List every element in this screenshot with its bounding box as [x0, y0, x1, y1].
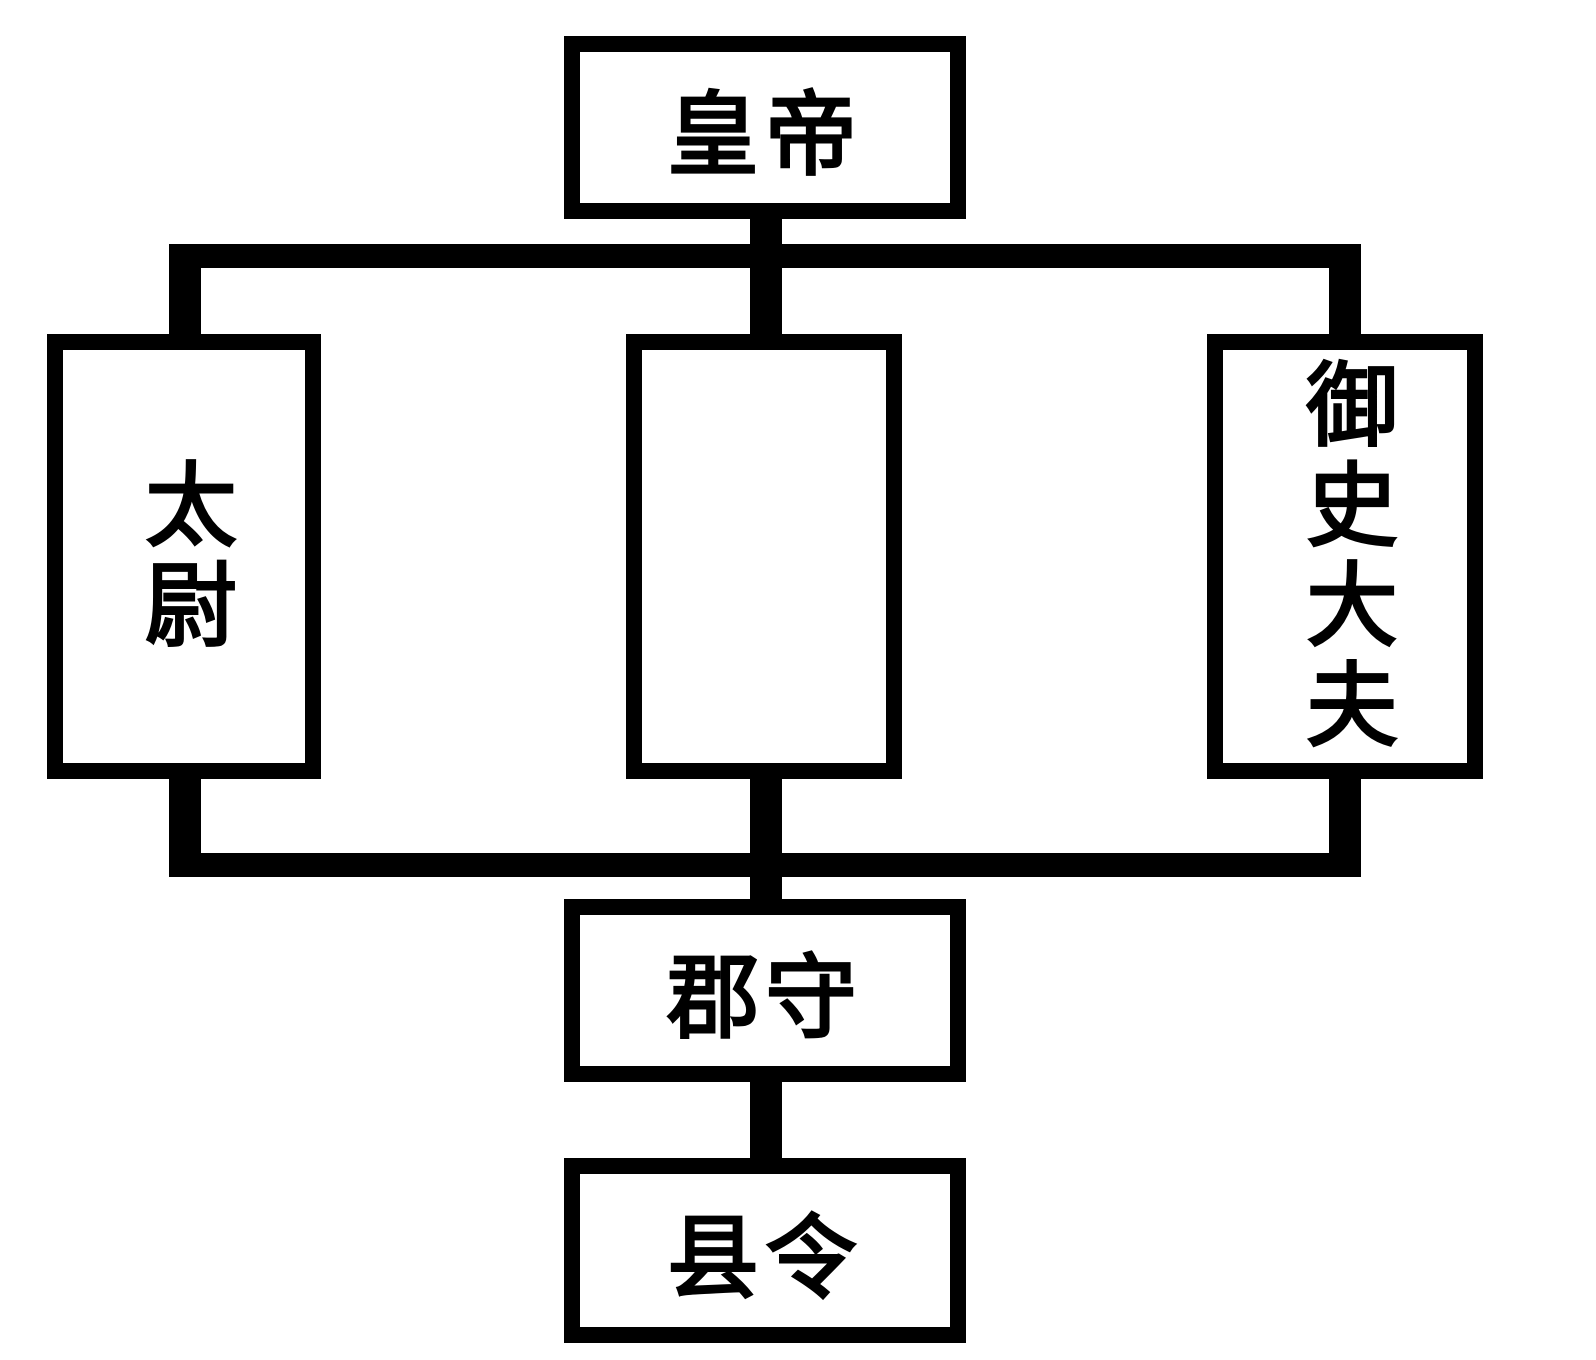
node-center	[626, 334, 902, 779]
node-yushi-dafu-label: 御史大夫	[1290, 356, 1399, 757]
node-emperor: 皇帝	[564, 36, 966, 219]
node-xianling-label: 县令	[666, 1204, 863, 1312]
connector-top-right-drop	[1329, 244, 1361, 338]
connector-junshou-xianling	[750, 1072, 782, 1162]
node-emperor-label: 皇帝	[666, 81, 863, 189]
node-taiwei: 太尉	[47, 334, 321, 779]
node-yushi-dafu: 御史大夫	[1207, 334, 1483, 779]
node-junshou: 郡守	[564, 899, 966, 1082]
connector-center-down	[750, 775, 782, 903]
node-junshou-label: 郡守	[666, 944, 863, 1052]
node-center-label	[639, 347, 889, 766]
connector-bottom-left-rise	[169, 775, 201, 877]
node-xianling: 县令	[564, 1158, 966, 1343]
connector-top-left-drop	[169, 244, 201, 338]
connector-bottom-right-rise	[1329, 775, 1361, 877]
node-taiwei-label: 太尉	[129, 456, 238, 657]
connector-emperor-down	[750, 215, 782, 338]
